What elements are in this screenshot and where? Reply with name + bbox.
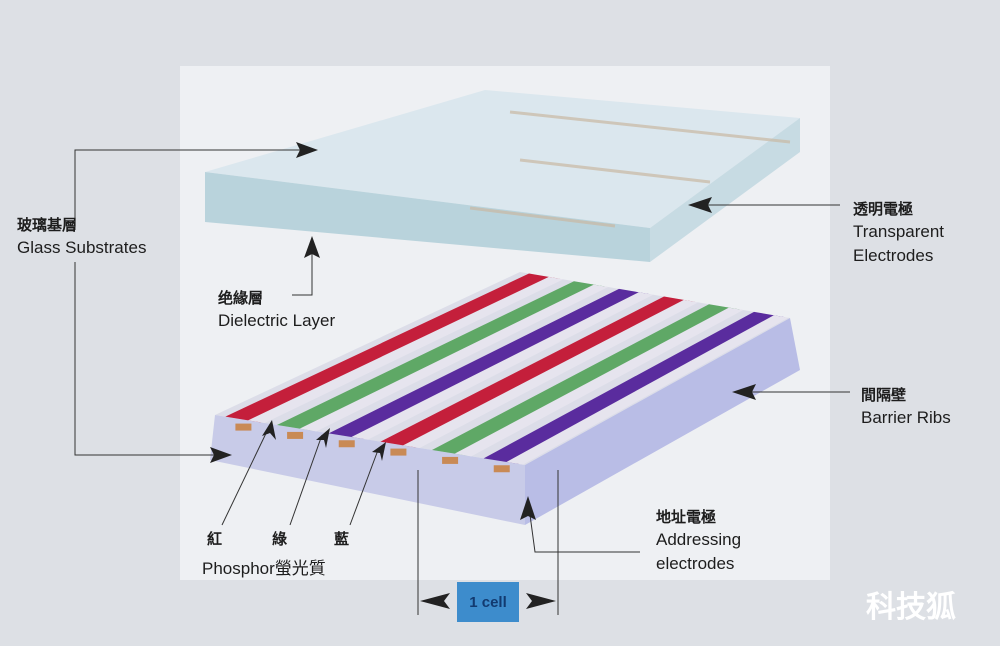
red-label: 紅	[207, 530, 223, 548]
addressing-label-en2: electrodes	[656, 554, 735, 573]
addressing-electrodes	[235, 423, 510, 473]
green-label: 綠	[272, 530, 288, 548]
barrier-rib	[248, 276, 564, 423]
glass-label-zh: 玻璃基層	[17, 216, 78, 234]
addressing-label-en1: Addressing	[656, 530, 742, 549]
phosphor-stripes	[225, 273, 789, 465]
arrow-glass-top	[296, 142, 318, 158]
addressing-electrode	[493, 465, 510, 473]
addressing-label-zh: 地址電極	[656, 508, 717, 526]
arrow-glass-bottom	[210, 447, 232, 463]
front-glass-plate	[205, 90, 800, 262]
transparent-label-en2: Electrodes	[853, 246, 934, 265]
transparent-electrode-lines	[469, 110, 791, 228]
blue-label: 藍	[334, 530, 350, 548]
barrier-rib	[351, 292, 654, 440]
arrow-blue	[372, 442, 386, 461]
arrowheads	[210, 142, 756, 609]
addressing-electrode	[235, 423, 252, 431]
ribs-label-en: Barrier Ribs	[861, 408, 951, 427]
arrow-cell-left	[420, 593, 450, 609]
addressing-electrode	[390, 448, 407, 456]
phosphor-stripe-green	[432, 304, 740, 456]
arrow-ribs	[732, 384, 756, 400]
addressing-electrode	[442, 456, 459, 464]
transparent-label-en1: Transparent	[853, 222, 945, 241]
phosphor-stripe-green	[277, 281, 605, 431]
leader-lines	[74, 149, 850, 615]
phosphor-label: Phosphor螢光質	[202, 559, 326, 578]
arrow-green	[316, 428, 330, 448]
barrier-rib	[506, 315, 789, 465]
addressing-electrode	[338, 440, 355, 448]
dielectric-label-zh: 绝緣層	[218, 289, 264, 307]
addressing-electrode	[287, 431, 304, 439]
phosphor-stripe-red	[380, 296, 695, 448]
phosphor-stripe-red	[225, 273, 560, 423]
watermark: 科技狐	[866, 590, 956, 625]
ribs-label-zh: 間隔壁	[861, 386, 907, 404]
transparent-label-zh: 透明電極	[853, 200, 914, 218]
arrow-red	[262, 420, 276, 440]
cell-width-label: 1 cell	[457, 582, 519, 622]
glass-label-en: Glass Substrates	[17, 238, 147, 257]
barrier-rib	[454, 307, 744, 457]
arrow-dielectric	[304, 236, 320, 258]
arrow-cell-right	[526, 593, 556, 609]
barrier-rib	[403, 299, 699, 448]
dielectric-label-en: Dielectric Layer	[218, 311, 336, 330]
arrow-transparent	[688, 197, 712, 213]
phosphor-stripe-blue	[483, 311, 785, 464]
arrow-addressing	[520, 496, 536, 520]
phosphor-stripe-blue	[328, 288, 650, 439]
barrier-rib	[299, 284, 609, 432]
